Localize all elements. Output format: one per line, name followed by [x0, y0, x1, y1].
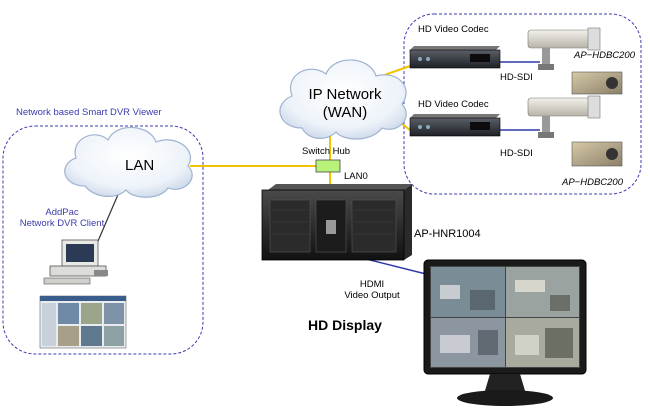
lan-cloud: [64, 126, 193, 198]
camera-housing-2: [527, 95, 601, 138]
nvr-model-label: AP-HNR1004: [414, 228, 481, 240]
codec-1-label: HD Video Codec: [418, 24, 489, 35]
pc-computer-icon: [43, 239, 108, 285]
client-label-line1: AddPac: [45, 207, 79, 218]
codec-2: [409, 114, 501, 137]
codec-2-sdi-label: HD-SDI: [500, 148, 533, 159]
box-camera-1: [571, 71, 623, 95]
nvr-device: [261, 184, 412, 261]
camera-region: [403, 13, 642, 195]
client-label-line2: Network DVR Client: [19, 218, 105, 229]
hdmi-label-line1: HDMI: [359, 279, 385, 290]
lan0-port-label: LAN0: [344, 171, 368, 182]
codec-1: [409, 46, 501, 69]
wan-label-line1: IP Network: [308, 86, 382, 103]
camera-housing-1: [527, 27, 601, 70]
switch-hub-label: Switch Hub: [302, 146, 351, 157]
viewer-thumbnail: [39, 295, 127, 349]
codec-1-sdi-label: HD-SDI: [500, 72, 533, 83]
lan-label: LAN: [125, 157, 155, 174]
cctv-grid: [431, 267, 579, 367]
switch-hub: [315, 159, 341, 173]
lan-pc-link: [94, 189, 121, 249]
wan-label-line2: (WAN): [322, 104, 368, 121]
camera-2-model-label: AP−HDBC200: [562, 177, 623, 188]
codec-2-label: HD Video Codec: [418, 99, 489, 110]
box-camera-2: [571, 141, 623, 167]
viewer-region: [2, 125, 204, 355]
camera-1-model-label: AP−HDBC200: [574, 50, 635, 61]
hd-display-label: HD Display: [308, 317, 382, 333]
hd-display-monitor: [423, 259, 587, 406]
viewer-region-title: Network based Smart DVR Viewer: [16, 107, 162, 118]
hdmi-label-line2: Video Output: [344, 290, 400, 301]
wan-cloud: [279, 59, 407, 140]
